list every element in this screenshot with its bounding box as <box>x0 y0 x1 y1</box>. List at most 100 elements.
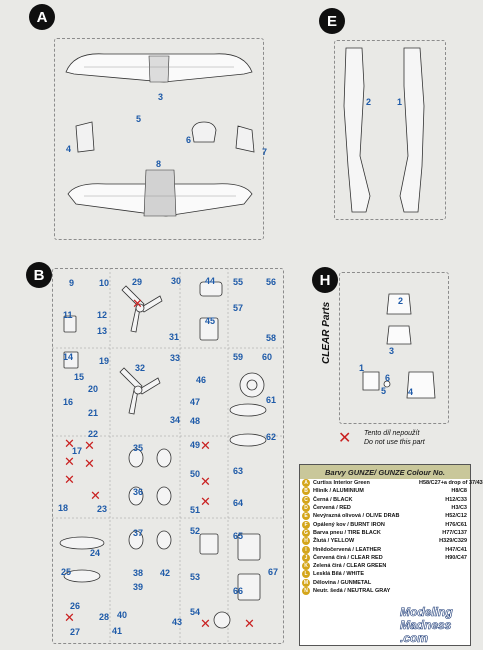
colour-code: H58/C27+a drop of 37/43 <box>419 480 483 487</box>
colour-name: Žlutá / YELLOW <box>313 538 355 545</box>
part-number-b-56: 56 <box>266 277 277 287</box>
do-not-use-cross-17a: ✕ <box>64 437 75 452</box>
part-number-b-33: 33 <box>170 353 181 363</box>
part-number-b-23: 23 <box>97 504 108 514</box>
colour-name: Curtiss Interior Green <box>313 480 370 487</box>
part-number-b-63: 63 <box>233 466 244 476</box>
colour-code: H8/C8 <box>451 488 467 495</box>
part-number-b-53: 53 <box>190 572 201 582</box>
do-not-use-cross-49: ✕ <box>200 439 211 454</box>
section-h-badge: H <box>312 267 338 293</box>
colour-code: H76/C61 <box>445 521 467 528</box>
part-number-b-58: 58 <box>266 333 277 343</box>
section-a-badge: A <box>29 4 55 30</box>
part-number-b-29: 29 <box>132 277 143 287</box>
colour-letter-badge: K <box>302 562 310 571</box>
legend-line-english: Do not use this part <box>364 438 425 446</box>
colour-code: H47/C41 <box>445 546 467 553</box>
part-number-b-10: 10 <box>99 278 110 288</box>
part-number-b-13: 13 <box>97 326 108 336</box>
do-not-use-legend-cross: ✕ <box>338 428 352 447</box>
colour-letter-badge: J <box>302 553 310 562</box>
part-number-b-66: 66 <box>233 586 244 596</box>
part-number-b-31: 31 <box>169 332 180 342</box>
part-number-a-8: 8 <box>156 159 162 169</box>
part-number-b-42: 42 <box>160 568 171 578</box>
colour-name: Hnědočervená / LEATHER <box>313 546 382 553</box>
part-number-a-5: 5 <box>136 114 142 124</box>
part-number-h-2: 2 <box>398 296 404 306</box>
wing-panel-right-drawing <box>235 125 255 153</box>
part-number-b-43: 43 <box>172 617 183 627</box>
part-number-a-7: 7 <box>262 147 268 157</box>
colour-letter-badge: H <box>302 537 310 546</box>
part-number-b-46: 46 <box>196 375 207 385</box>
part-number-b-25: 25 <box>61 567 72 577</box>
colour-letter-badge: G <box>302 528 310 537</box>
part-number-b-35: 35 <box>133 443 144 453</box>
colour-name: Černá / BLACK <box>313 496 353 503</box>
part-number-b-17: 17 <box>72 446 83 456</box>
wing-panel-mid-drawing <box>191 121 217 143</box>
colour-code: H90/C47 <box>445 554 467 561</box>
do-not-use-cross-22c: ✕ <box>90 489 101 504</box>
sprue-frame-b <box>52 268 284 644</box>
colour-table-title: Barvy GUNZE/ GUNZE Colour No. <box>300 465 470 479</box>
part-number-b-27: 27 <box>70 627 81 637</box>
sprue-frame-h <box>339 272 449 424</box>
part-number-b-59: 59 <box>233 352 244 362</box>
part-number-b-37: 37 <box>133 528 144 538</box>
part-number-a-3: 3 <box>158 92 164 102</box>
colour-name: Zelená čirá / CLEAR GREEN <box>313 563 387 570</box>
colour-name: Barva pneu / TIRE BLACK <box>313 529 381 536</box>
colour-letter-badge: N <box>302 587 310 595</box>
part-number-b-51: 51 <box>190 505 201 515</box>
part-number-b-12: 12 <box>97 310 108 320</box>
part-number-b-19: 19 <box>99 356 110 366</box>
colour-letter-badge: L <box>302 570 310 579</box>
colour-name: Nevýrazná olivová / OLIVE DRAB <box>313 513 400 520</box>
upper-wing-drawing <box>65 53 253 83</box>
do-not-use-cross-50: ✕ <box>200 475 211 490</box>
part-number-b-61: 61 <box>266 395 277 405</box>
wing-panel-left-drawing <box>75 121 95 153</box>
colour-letter-badge: B <box>302 487 310 496</box>
do-not-use-cross-22b: ✕ <box>84 457 95 472</box>
part-number-b-36: 36 <box>133 487 144 497</box>
part-number-b-39: 39 <box>133 582 144 592</box>
clear-parts-title: CLEAR Parts <box>321 301 332 364</box>
watermark-line-3: .com <box>400 631 429 646</box>
part-number-b-67: 67 <box>268 567 279 577</box>
part-number-b-62: 62 <box>266 432 277 442</box>
part-number-b-50: 50 <box>190 469 201 479</box>
colour-name: Dělovina / GUNMETAL <box>313 579 372 586</box>
part-number-b-26: 26 <box>70 601 81 611</box>
clear-parts-drawing <box>362 293 436 399</box>
do-not-use-cross-57: ✕ <box>244 617 255 632</box>
do-not-use-cross-51: ✕ <box>200 495 211 510</box>
section-e-badge: E <box>319 8 345 34</box>
do-not-use-cross-17b: ✕ <box>64 455 75 470</box>
do-not-use-cross-17c: ✕ <box>64 473 75 488</box>
part-number-e-2: 2 <box>366 97 372 107</box>
part-number-b-65: 65 <box>233 531 244 541</box>
colour-name: Červená čirá / CLEAR RED <box>313 554 383 561</box>
colour-letter-badge: E <box>302 512 310 521</box>
part-number-b-64: 64 <box>233 498 244 508</box>
part-number-b-60: 60 <box>262 352 273 362</box>
part-number-b-22: 22 <box>88 429 99 439</box>
lower-wing-drawing <box>67 169 253 217</box>
part-number-b-28: 28 <box>99 612 110 622</box>
part-number-e-1: 1 <box>397 97 403 107</box>
colour-name: Lesklá Bílá / WHITE <box>313 571 365 578</box>
colour-name: Neutr. šedá / NEUTRAL GRAY <box>313 588 391 594</box>
modeling-madness-watermark: Modeling Madness .com <box>396 601 477 650</box>
colour-letter-badge: I <box>302 545 310 554</box>
